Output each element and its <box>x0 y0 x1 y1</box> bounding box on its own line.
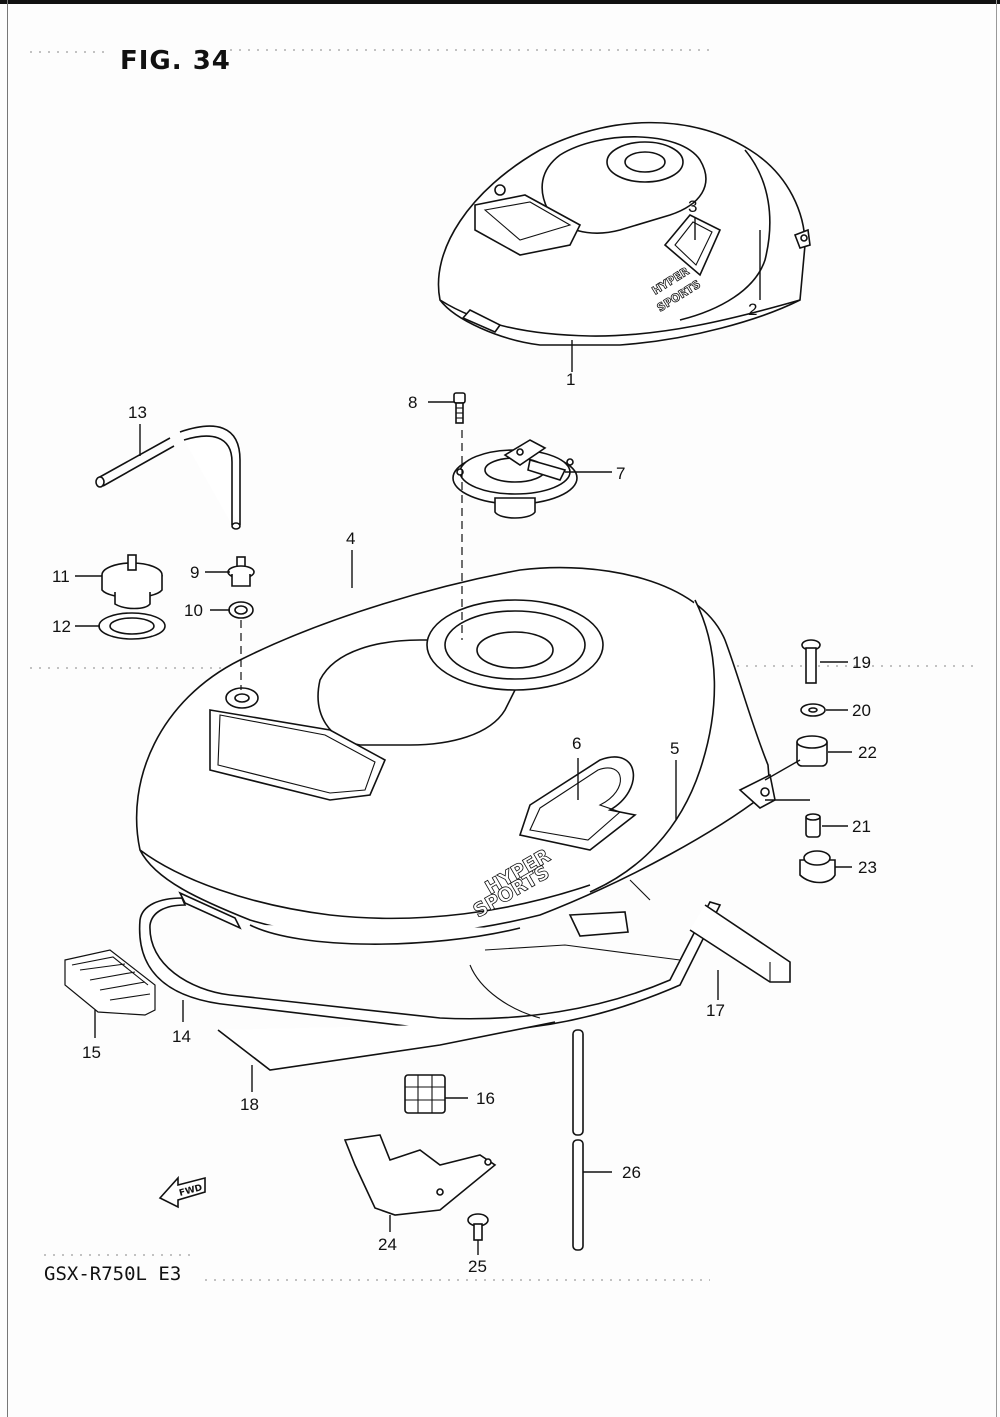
callout-14: 14 <box>172 1027 191 1046</box>
collar-part-21 <box>805 813 821 838</box>
forward-arrow-icon: FWD <box>158 1175 206 1209</box>
callout-26: 26 <box>622 1163 641 1182</box>
callout-25: 25 <box>468 1257 487 1276</box>
breather-hose-part-13 <box>95 425 241 530</box>
tank-cover-part-1: HYPER SPORTS <box>437 121 811 346</box>
pad-part-16 <box>404 1074 446 1114</box>
callout-2: 2 <box>748 300 757 319</box>
sheet-top-border <box>0 0 1000 4</box>
washer-part-10 <box>228 601 254 619</box>
callout-numbers: 1 2 3 4 5 6 7 8 9 10 11 12 13 14 15 16 1… <box>52 197 877 1276</box>
callout-10: 10 <box>184 601 203 620</box>
bar-part-17 <box>629 879 791 983</box>
callout-16: 16 <box>476 1089 495 1108</box>
callout-18: 18 <box>240 1095 259 1114</box>
washer-part-20 <box>800 703 826 717</box>
callout-21: 21 <box>852 817 871 836</box>
fuel-cap-part-7 <box>452 439 578 519</box>
callout-11: 11 <box>52 567 70 586</box>
fuel-tank-part-4 <box>135 566 776 945</box>
callout-5: 5 <box>670 739 679 758</box>
plug-part-11 <box>101 554 163 610</box>
guide-part-18 <box>217 1021 556 1071</box>
callout-1: 1 <box>566 370 575 389</box>
o-ring-part-12 <box>98 612 166 640</box>
bolt-part-19 <box>801 639 821 684</box>
callout-3: 3 <box>688 197 697 216</box>
callout-17: 17 <box>706 1001 725 1020</box>
callout-22: 22 <box>858 743 877 762</box>
callout-12: 12 <box>52 617 71 636</box>
hose-part-26 <box>572 1029 584 1251</box>
cushion-part-15 <box>64 949 156 1016</box>
sheet-left-border <box>7 0 8 1417</box>
under-seal-part-14 <box>138 897 722 1032</box>
callout-6: 6 <box>572 734 581 753</box>
callout-19: 19 <box>852 653 871 672</box>
fitting-part-9 <box>227 556 255 587</box>
guide-lines <box>30 49 980 1281</box>
bolt-part-25 <box>467 1213 489 1241</box>
callout-24: 24 <box>378 1235 397 1254</box>
callout-8: 8 <box>408 393 417 412</box>
callout-4: 4 <box>346 529 355 548</box>
callout-23: 23 <box>858 858 877 877</box>
bracket-part-24 <box>343 1134 497 1216</box>
callout-9: 9 <box>190 563 199 582</box>
callout-20: 20 <box>852 701 871 720</box>
screw-part-8 <box>453 392 466 424</box>
cushion-part-22 <box>796 735 828 767</box>
mount-part-23 <box>799 850 836 884</box>
callout-7: 7 <box>616 464 625 483</box>
sheet-right-border <box>996 0 997 1417</box>
model-code: GSX-R750L E3 <box>44 1263 182 1285</box>
callout-15: 15 <box>82 1043 101 1062</box>
callout-13: 13 <box>128 403 147 422</box>
figure-title: FIG. 34 <box>120 46 231 76</box>
leader-lines <box>75 218 852 1255</box>
